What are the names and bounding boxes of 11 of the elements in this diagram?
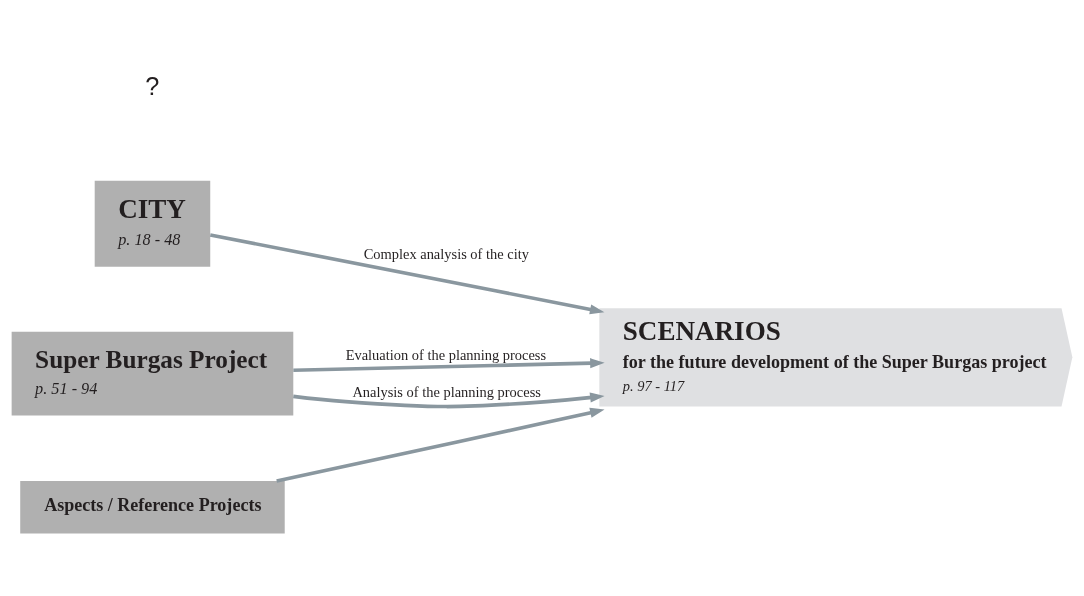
node-box: Aspects / Reference Projects [20,481,285,534]
arrow [293,358,605,373]
label: ? [145,72,160,101]
arrow [209,233,605,315]
edge-label: Analysis of the planning process [352,383,541,400]
node-box: CITY p. 18 - 48 [94,180,211,267]
node-box: Super Burgas Project p. 51 - 94 [11,331,294,416]
edge-label: Complex analysis of the city [363,245,529,262]
arrow [293,392,605,409]
edge-label: Evaluation of the planning process [345,346,547,363]
arrow [276,407,605,483]
